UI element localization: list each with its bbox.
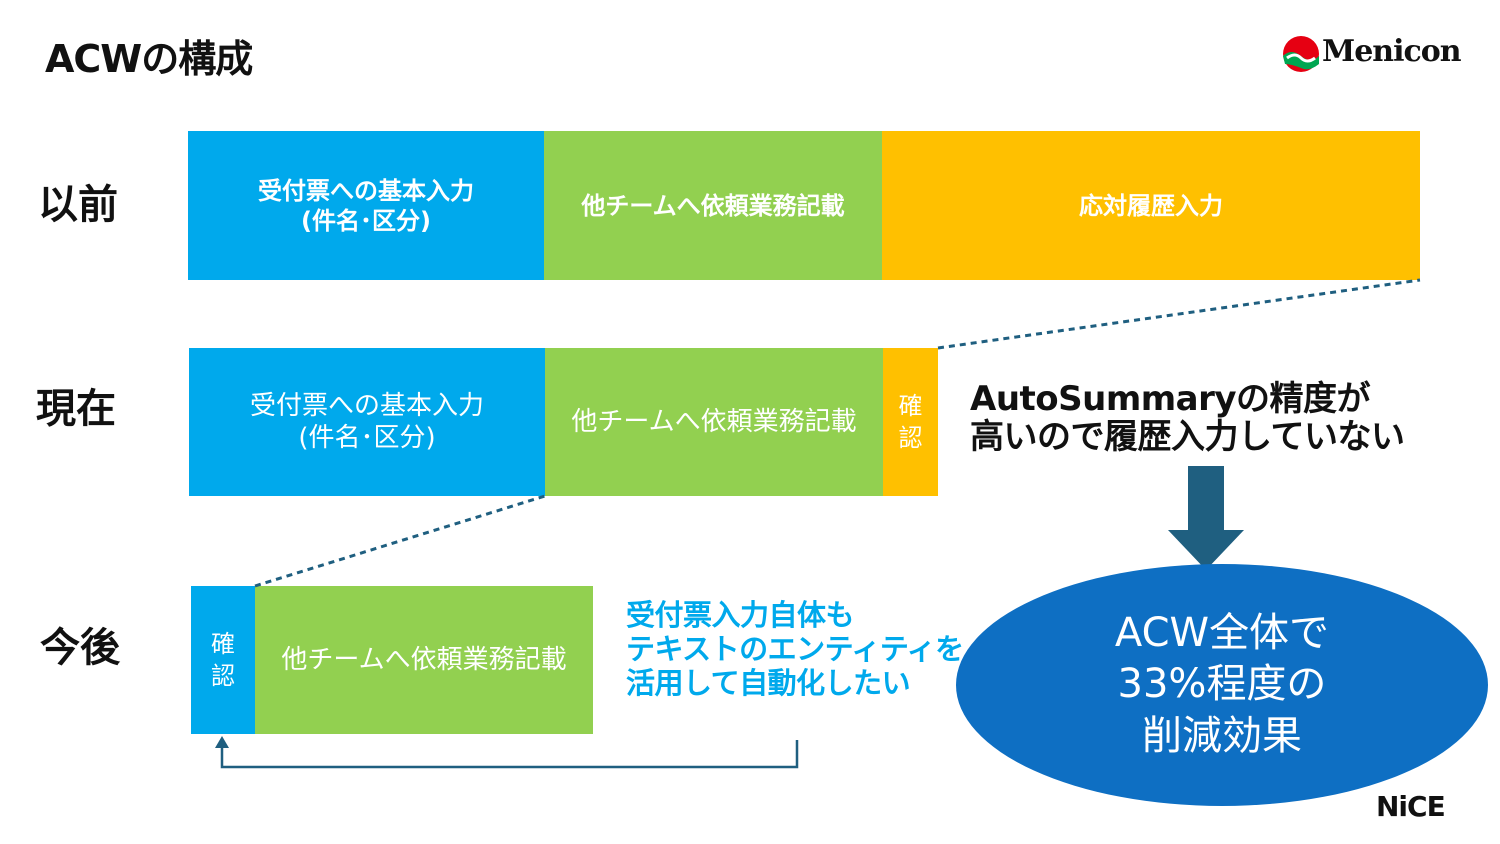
current-request-text: 他チームへ依頼業務記載 — [571, 406, 857, 437]
future-automation-note: 受付票入力自体も テキストのエンティティを 活用して自動化したい — [626, 598, 964, 701]
current-basic-input-text: 受付票への基本入力 (件名･区分) — [249, 390, 484, 454]
menicon-logo-text: Menicon — [1322, 34, 1462, 69]
autosummary-note: AutoSummaryの精度が 高いので履歴入力していない — [970, 379, 1405, 458]
current-request-block: 他チームへ依頼業務記載 — [545, 348, 883, 496]
menicon-logo — [1281, 34, 1321, 74]
row-label-future: 今後 — [40, 625, 120, 671]
down-arrow-head — [1168, 530, 1244, 570]
before-request-block: 他チームへ依頼業務記載 — [544, 131, 882, 280]
before-history-text: 応対履歴入力 — [1079, 191, 1223, 220]
current-confirm-text: 確 認 — [898, 391, 923, 452]
down-arrow-shaft — [1188, 466, 1224, 530]
future-confirm-block: 確 認 — [191, 586, 255, 734]
current-basic-input-block: 受付票への基本入力 (件名･区分) — [189, 348, 545, 496]
feedback-arrow-line — [220, 740, 799, 769]
result-ellipse: ACW全体で 33%程度の 削減効果 — [956, 564, 1488, 806]
dotted-connector-upper — [937, 278, 1421, 350]
feedback-arrow-head — [215, 736, 229, 748]
dotted-connector-lower — [254, 494, 546, 588]
row-label-before: 以前 — [38, 182, 118, 228]
current-confirm-block: 確 認 — [883, 348, 938, 496]
nice-logo: NiCE — [1376, 790, 1446, 823]
future-request-block: 他チームへ依頼業務記載 — [255, 586, 593, 734]
row-label-current: 現在 — [36, 386, 116, 432]
before-basic-input-block: 受付票への基本入力 (件名･区分) — [188, 131, 544, 280]
future-confirm-text: 確 認 — [211, 629, 235, 690]
before-basic-input-text: 受付票への基本入力 (件名･区分) — [258, 176, 474, 235]
before-history-block: 応対履歴入力 — [882, 131, 1420, 280]
before-request-text: 他チームへ依頼業務記載 — [581, 191, 845, 220]
menicon-logo-icon — [1283, 36, 1319, 72]
future-request-text: 他チームへ依頼業務記載 — [281, 644, 567, 675]
page-title: ACWの構成 — [45, 37, 253, 81]
result-text: ACW全体で 33%程度の 削減効果 — [1114, 610, 1330, 759]
